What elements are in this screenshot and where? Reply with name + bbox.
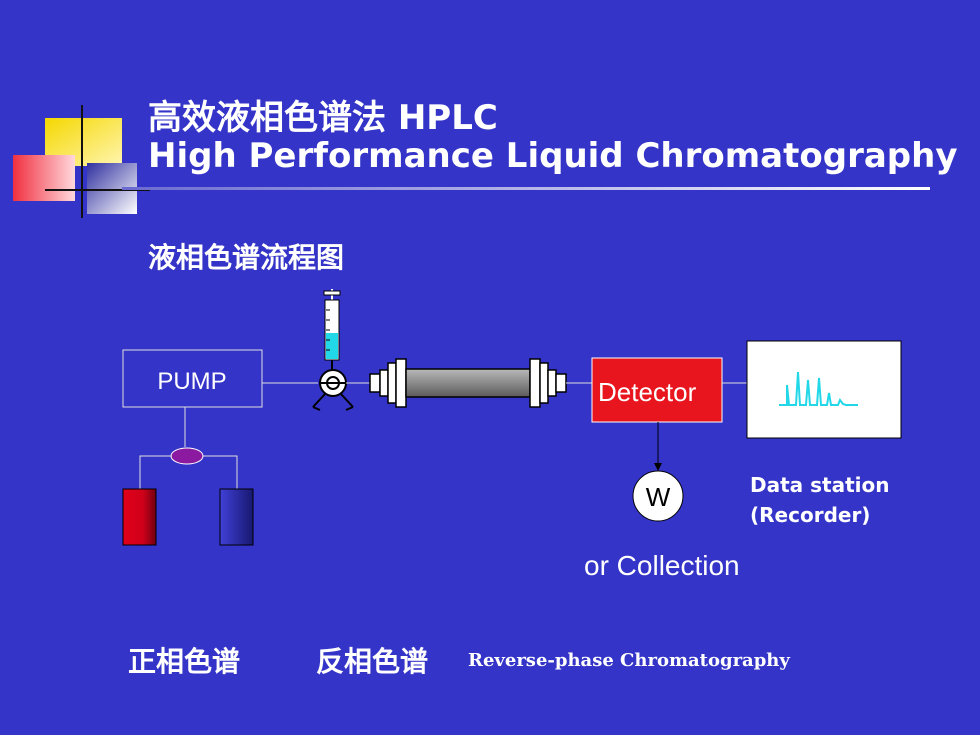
- solvent-bottle-red: [122, 488, 157, 546]
- title-line-1: 高效液相色谱法 HPLC: [148, 98, 498, 138]
- data-station-label-1: Data station: [750, 473, 889, 497]
- detector-label: Detector: [598, 377, 697, 407]
- pump-box: PUMP: [122, 349, 263, 408]
- reverse-phase-english-label: Reverse-phase Chromatography: [468, 650, 790, 671]
- title-line-2: High Performance Liquid Chromatography: [148, 136, 958, 176]
- syringe-icon: [323, 289, 341, 372]
- mixing-valve-icon: [170, 447, 204, 465]
- waste-container: W: [632, 470, 684, 522]
- collection-label: or Collection: [584, 550, 740, 581]
- pump-label: PUMP: [157, 368, 226, 395]
- data-station-label-2: (Recorder): [750, 503, 870, 527]
- hplc-column-icon: [369, 358, 567, 408]
- chromatogram-trace: [779, 371, 858, 406]
- injector-valve-icon: [312, 369, 354, 411]
- normal-phase-label: 正相色谱: [128, 645, 241, 678]
- title-underline: [122, 187, 930, 190]
- solvent-bottle-blue: [219, 488, 254, 546]
- waste-label: W: [646, 482, 671, 512]
- page-subtitle: 液相色谱流程图: [148, 241, 345, 274]
- data-station-display: [746, 340, 902, 439]
- detector-box: Detector: [591, 357, 723, 423]
- deco-red-square: [13, 155, 75, 201]
- reverse-phase-label: 反相色谱: [316, 645, 429, 678]
